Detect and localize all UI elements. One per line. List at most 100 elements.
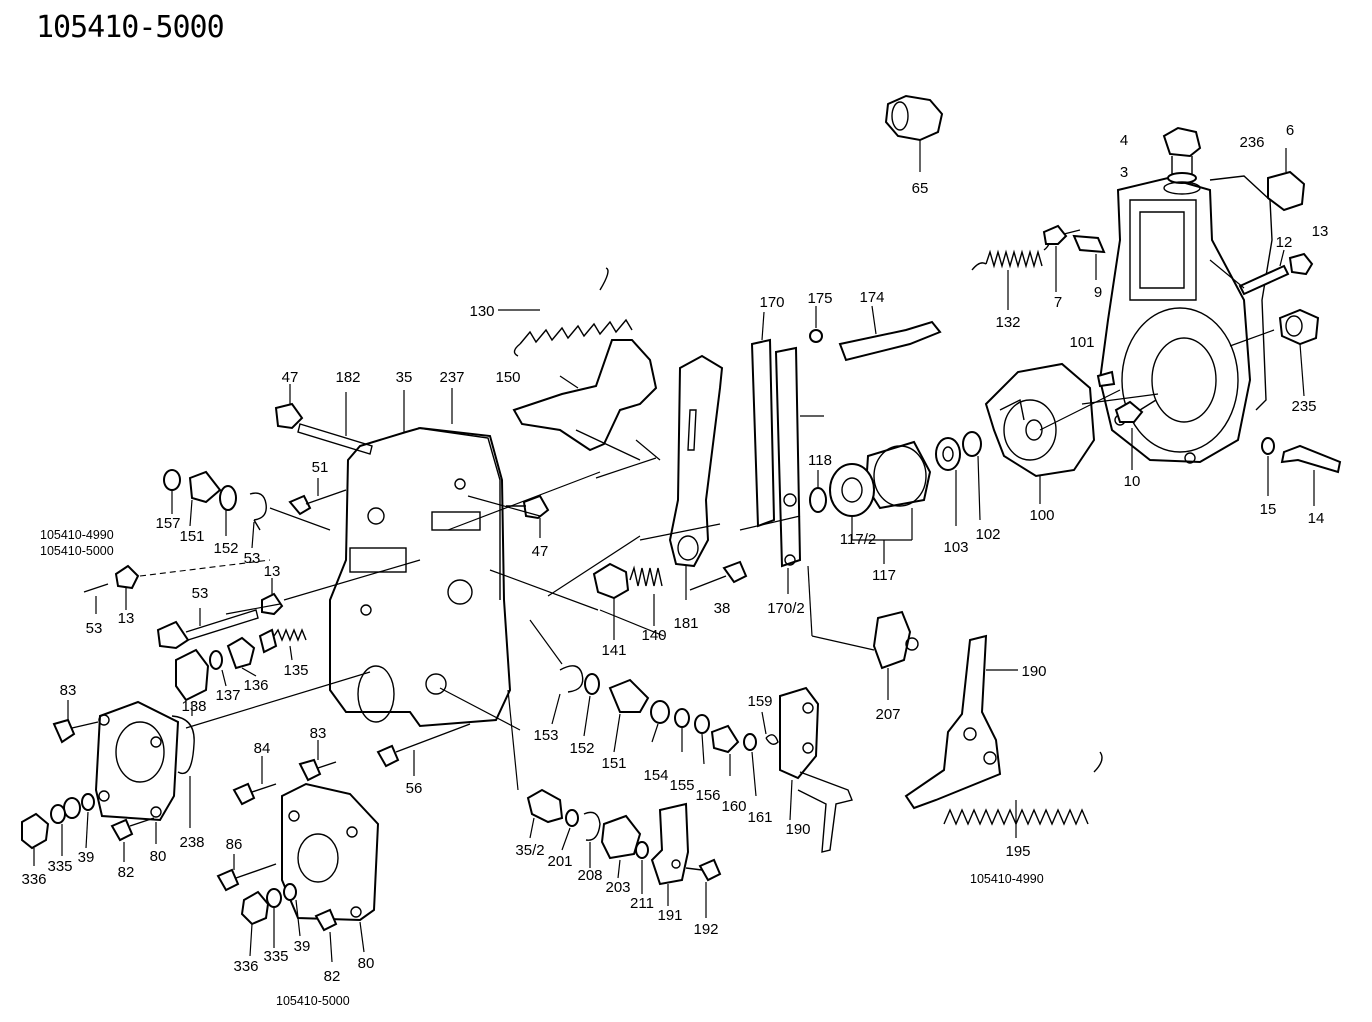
- part-84-screw: [232, 756, 277, 806]
- label-7: 7: [1054, 294, 1062, 311]
- label-208: 208: [577, 867, 602, 884]
- part-211-washer: [635, 841, 649, 894]
- part-83-screw-lower: [298, 740, 337, 782]
- label-117-2: 117/2: [840, 531, 876, 548]
- part-65-hex-nut: [884, 94, 944, 172]
- part-9-clip: [1072, 234, 1106, 280]
- part-6-plug: [1267, 148, 1306, 212]
- part-13-nut-mid: [261, 559, 421, 616]
- part-208-ring: [583, 811, 601, 868]
- part-130-spring: [498, 267, 633, 357]
- parts-artwork: [21, 94, 1342, 963]
- part-102-washer: [962, 431, 982, 521]
- part-151-bushing-left: [188, 470, 222, 527]
- part-141-nut: [592, 562, 630, 640]
- label-39-lower: 39: [294, 938, 311, 955]
- label-47-upper: 47: [282, 369, 299, 386]
- part-82-screw-lower: [314, 908, 338, 963]
- part-155-washer: [674, 708, 690, 752]
- label-211: 211: [630, 895, 654, 912]
- part-335-washer-left: [50, 797, 81, 856]
- part-80-cover-left: [94, 700, 180, 844]
- label-335-lower: 335: [263, 948, 288, 965]
- label-191: 191: [657, 907, 682, 924]
- part-13-nut-right: [1288, 252, 1314, 276]
- part-13-nut-left: [114, 559, 271, 610]
- note-105410-4990-upper: 105410-4990: [40, 528, 114, 542]
- label-100: 100: [1029, 507, 1054, 524]
- part-170-lever: [750, 311, 802, 594]
- label-13-mid: 13: [264, 563, 281, 580]
- label-9: 9: [1094, 284, 1102, 301]
- label-53-left: 53: [86, 620, 103, 637]
- label-137: 137: [215, 687, 240, 704]
- part-175-washer: [809, 306, 823, 343]
- label-4: 4: [1120, 132, 1128, 149]
- part-82-screw-left: [110, 817, 155, 862]
- label-236: 236: [1239, 134, 1264, 151]
- label-151-lower: 151: [601, 755, 626, 772]
- label-336-left: 336: [21, 871, 46, 888]
- part-35-2-bushing: [526, 788, 564, 839]
- label-56: 56: [406, 780, 423, 797]
- label-82-left: 82: [118, 864, 135, 881]
- label-53-mid: 53: [192, 585, 209, 602]
- label-38: 38: [714, 600, 731, 617]
- label-238: 238: [179, 834, 204, 851]
- part-153-clip-lower: [551, 665, 584, 725]
- part-86-screw: [216, 854, 277, 892]
- label-152-lower: 152: [569, 740, 594, 757]
- label-3: 3: [1120, 164, 1128, 181]
- part-117-sleeve: [852, 440, 932, 564]
- label-35: 35: [396, 369, 413, 386]
- part-15-washer: [1261, 437, 1275, 496]
- part-153-clip-left: [249, 492, 331, 549]
- diagram-title: 105410-5000: [36, 10, 225, 45]
- label-118: 118: [808, 452, 832, 469]
- label-161: 161: [747, 809, 772, 826]
- label-140: 140: [641, 627, 666, 644]
- part-159-pin: [761, 711, 779, 745]
- part-154-ring: [650, 700, 670, 743]
- label-175: 175: [807, 290, 832, 307]
- part-195-spring: [943, 751, 1103, 838]
- part-135-screw: [258, 628, 307, 661]
- label-103: 103: [943, 539, 968, 556]
- part-47-screw: [506, 494, 550, 538]
- part-152-ring-lower: [583, 673, 600, 737]
- part-201-ring: [561, 809, 579, 851]
- part-56-screw: [376, 723, 471, 776]
- label-82-lower: 82: [324, 968, 341, 985]
- part-336-cap-nut-lower: [240, 890, 270, 957]
- label-153-lower: 153: [533, 727, 558, 744]
- part-161-washer: [743, 733, 757, 797]
- label-237: 237: [439, 369, 464, 386]
- label-86: 86: [226, 836, 243, 853]
- label-201: 201: [547, 853, 572, 870]
- label-235: 235: [1291, 398, 1316, 415]
- part-101-pin: [1096, 370, 1116, 388]
- label-35-2: 35/2: [515, 842, 544, 859]
- part-336-cap-nut-left: [21, 812, 50, 866]
- part-12-stud: [1238, 249, 1290, 296]
- part-157-washer: [163, 469, 181, 514]
- part-140-spring: [629, 565, 663, 626]
- part-151-bushing-lower: [608, 678, 650, 753]
- label-65: 65: [912, 180, 929, 197]
- label-192: 192: [693, 921, 718, 938]
- label-80-lower: 80: [358, 955, 375, 972]
- part-160-sleeve: [710, 724, 740, 776]
- label-53-upper: 53: [244, 550, 261, 567]
- label-159: 159: [747, 693, 772, 710]
- part-181-lever: [668, 354, 724, 600]
- part-150-lever-shaft: [512, 339, 658, 461]
- part-182-bolt: [274, 384, 373, 455]
- label-181: 181: [673, 615, 698, 632]
- note-105410-5000-lower: 105410-5000: [276, 994, 350, 1008]
- part-100-flyweights: [984, 362, 1121, 504]
- part-136-nut: [226, 636, 257, 677]
- governor-housing: [1098, 175, 1273, 464]
- label-190-lower: 190: [785, 821, 810, 838]
- part-103-ring: [935, 437, 961, 526]
